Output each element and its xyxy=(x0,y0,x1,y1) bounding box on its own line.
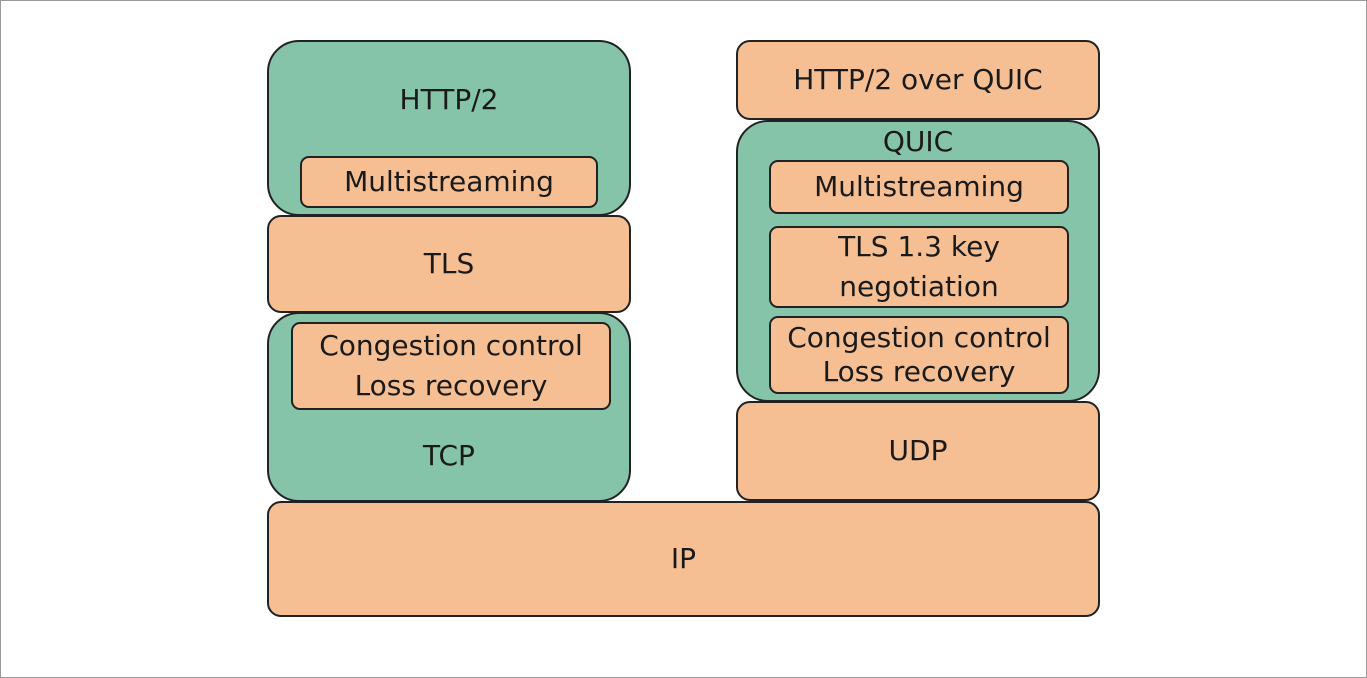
quic-multistreaming-box: Multistreaming xyxy=(769,160,1069,214)
http2-layer: HTTP/2 Multistreaming xyxy=(267,40,631,216)
quic-multistreaming-label: Multistreaming xyxy=(814,170,1024,203)
quic-tls-key-label: TLS 1.3 key negotiation xyxy=(838,230,1000,303)
http2-over-quic-layer: HTTP/2 over QUIC xyxy=(736,40,1100,120)
udp-layer: UDP xyxy=(736,401,1100,501)
udp-label: UDP xyxy=(888,434,948,467)
tls-layer: TLS xyxy=(267,215,631,313)
quic-congestion-label: Congestion control Loss recovery xyxy=(787,321,1051,388)
tcp-layer: Congestion control Loss recovery TCP xyxy=(267,312,631,502)
http2-title: HTTP/2 xyxy=(399,83,499,116)
ip-layer: IP xyxy=(267,501,1100,617)
quic-tls-key-box: TLS 1.3 key negotiation xyxy=(769,226,1069,308)
tcp-congestion-box: Congestion control Loss recovery xyxy=(291,322,611,410)
tls-label: TLS xyxy=(423,247,475,280)
quic-title: QUIC xyxy=(882,125,954,158)
http2-over-quic-label: HTTP/2 over QUIC xyxy=(793,63,1043,96)
quic-congestion-box: Congestion control Loss recovery xyxy=(769,316,1069,394)
tcp-title: TCP xyxy=(423,439,475,472)
http2-multistreaming-box: Multistreaming xyxy=(300,156,598,208)
tcp-congestion-label: Congestion control Loss recovery xyxy=(319,329,583,402)
quic-layer: QUIC Multistreaming TLS 1.3 key negotiat… xyxy=(736,120,1100,402)
http2-multistreaming-label: Multistreaming xyxy=(344,165,554,198)
ip-label: IP xyxy=(670,542,697,575)
